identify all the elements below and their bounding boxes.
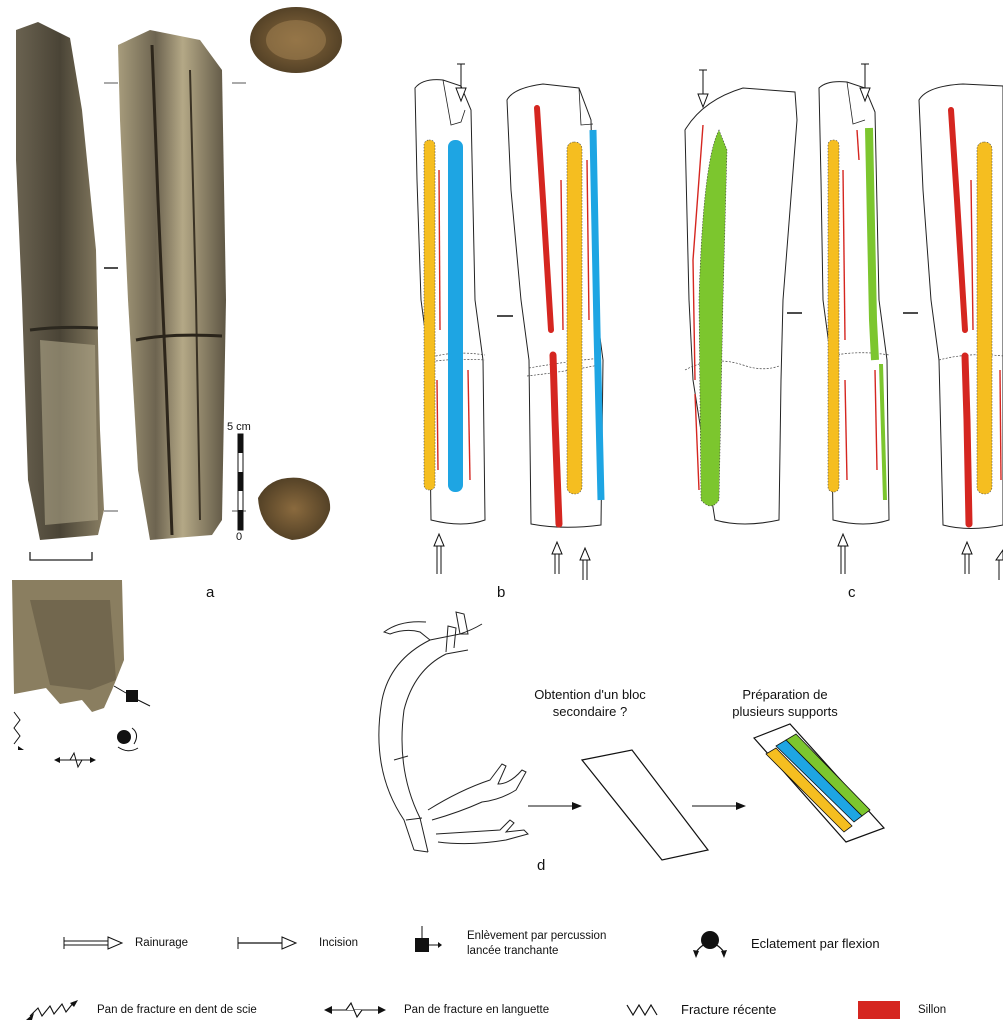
scale-label-bottom: 0: [236, 531, 242, 543]
zigzag-detail-icon: [14, 712, 24, 750]
antler-drawing: [379, 612, 528, 852]
step2-text: Préparation de plusieurs supports: [700, 686, 870, 720]
legend-incision: Incision: [319, 936, 358, 951]
panel-label-b: b: [497, 584, 505, 601]
step1-text: Obtention d'un bloc secondaire ?: [510, 686, 670, 720]
flexion-icon: [690, 926, 730, 966]
tongue-detail-icon: [54, 753, 96, 767]
legend-dent-de-scie: Pan de fracture en dent de scie: [97, 1003, 257, 1018]
legend-languette: Pan de fracture en languette: [404, 1003, 549, 1018]
legend-rainurage: Rainurage: [135, 936, 188, 951]
legend-recente: Fracture récente: [681, 1002, 776, 1018]
scale-label-top: 5 cm: [227, 421, 251, 433]
legend-sillon: Sillon: [918, 1003, 946, 1018]
legend-enlevement-line2: lancée tranchante: [467, 944, 606, 959]
panel-label-d: d: [537, 857, 545, 874]
square-arrow-icon: [402, 926, 442, 966]
cross-section-bottom: [258, 478, 330, 540]
supports-drawing: [754, 724, 884, 842]
panel-d-schema: [310, 620, 910, 880]
drawing-c2: [819, 64, 889, 574]
drawing-c3: [919, 84, 1003, 580]
step2-line1: Préparation de: [700, 686, 870, 703]
tongue-fracture-icon: [322, 1000, 388, 1020]
step1-line1: Obtention d'un bloc: [510, 686, 670, 703]
legend-enlevement-line1: Enlèvement par percussion: [467, 929, 606, 944]
drawing-c1: [685, 70, 797, 524]
red-swatch-icon: [858, 1001, 900, 1019]
drawing-b2: [507, 84, 603, 580]
block-drawing: [582, 750, 708, 860]
panel-a-photos: [0, 0, 340, 780]
drawing-b1: [415, 64, 485, 574]
single-arrow-icon: [236, 936, 298, 950]
panel-label-a: a: [206, 584, 214, 601]
square-detail-icon: [114, 686, 150, 706]
step1-line2: secondaire ?: [510, 703, 670, 720]
legend-eclatement: Eclatement par flexion: [751, 936, 880, 952]
double-arrow-icon: [62, 936, 124, 950]
step2-line2: plusieurs supports: [700, 703, 870, 720]
legend-enlevement: Enlèvement par percussion lancée trancha…: [467, 929, 606, 959]
bone-photo-right: [118, 30, 226, 540]
panels-b-c-drawings: [403, 0, 1003, 600]
panel-label-c: c: [848, 584, 856, 601]
flexion-detail-icon: [117, 728, 138, 751]
recent-fracture-icon: [625, 1002, 659, 1018]
zigzag-arrow-icon: [24, 998, 80, 1022]
